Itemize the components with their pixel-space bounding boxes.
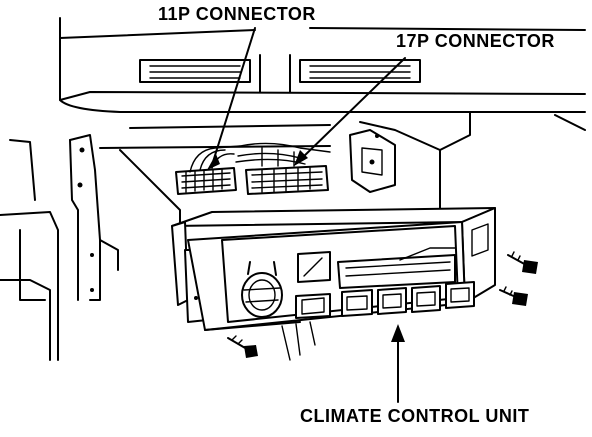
mode-button (297, 251, 331, 283)
connector-17p (235, 142, 331, 195)
unit-pointer (391, 324, 405, 403)
climate-control-unit (171, 207, 496, 361)
function-button-1 (341, 289, 373, 317)
connector-11p (175, 145, 241, 195)
temperature-knob (241, 261, 283, 318)
function-button-3 (411, 285, 441, 313)
function-button-2 (377, 287, 407, 315)
mounting-screw-right-lower (499, 286, 528, 306)
fan-button (295, 293, 331, 319)
mounting-screw-right-upper (507, 251, 538, 274)
connector-pointers (207, 27, 406, 170)
label-climate-control-unit: CLIMATE CONTROL UNIT (300, 406, 530, 426)
label-17p-connector: 17P CONNECTOR (396, 31, 555, 51)
label-11p-connector: 11P CONNECTOR (158, 4, 316, 24)
mounting-screw-left (227, 335, 258, 358)
dashboard-upper-panel (59, 17, 586, 113)
function-button-4 (445, 281, 475, 309)
